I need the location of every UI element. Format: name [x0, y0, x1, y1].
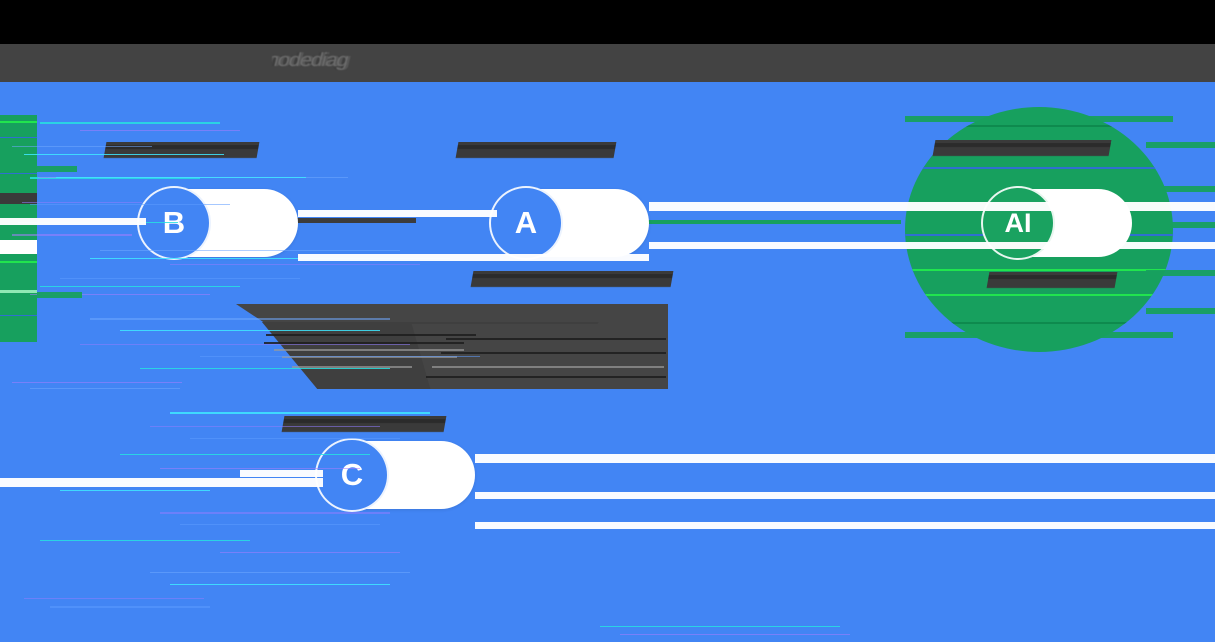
- window-title: nodediag: [272, 50, 432, 76]
- node-sublabel-ai: [986, 272, 1118, 288]
- node-label-ai: [932, 140, 1112, 156]
- description-paragraph: [236, 304, 668, 389]
- connector-a-to-ai: [637, 220, 901, 224]
- node-letter-ai: AI: [1004, 207, 1032, 238]
- node-letter-b: B: [162, 205, 186, 240]
- node-sublabel-a: [470, 271, 674, 287]
- node-letter-a: A: [514, 205, 538, 240]
- node-letter-c: C: [340, 457, 364, 492]
- node-bubble-a[interactable]: A: [489, 186, 563, 260]
- diagram-canvas: B A C AI: [0, 82, 1215, 642]
- window-title-text: nodediag: [272, 50, 351, 71]
- node-bubble-c[interactable]: C: [315, 438, 389, 512]
- node-bubble-b[interactable]: B: [137, 186, 211, 260]
- node-label-a: [455, 142, 617, 158]
- node-bubble-ai[interactable]: AI: [981, 186, 1055, 260]
- node-label-c: [281, 416, 447, 432]
- top-black-strip: [0, 0, 1215, 44]
- connector-b-to-a: [283, 218, 416, 223]
- left-green-panel[interactable]: [0, 115, 37, 342]
- node-label-b: [103, 142, 260, 158]
- window-header-bar: [0, 44, 1215, 82]
